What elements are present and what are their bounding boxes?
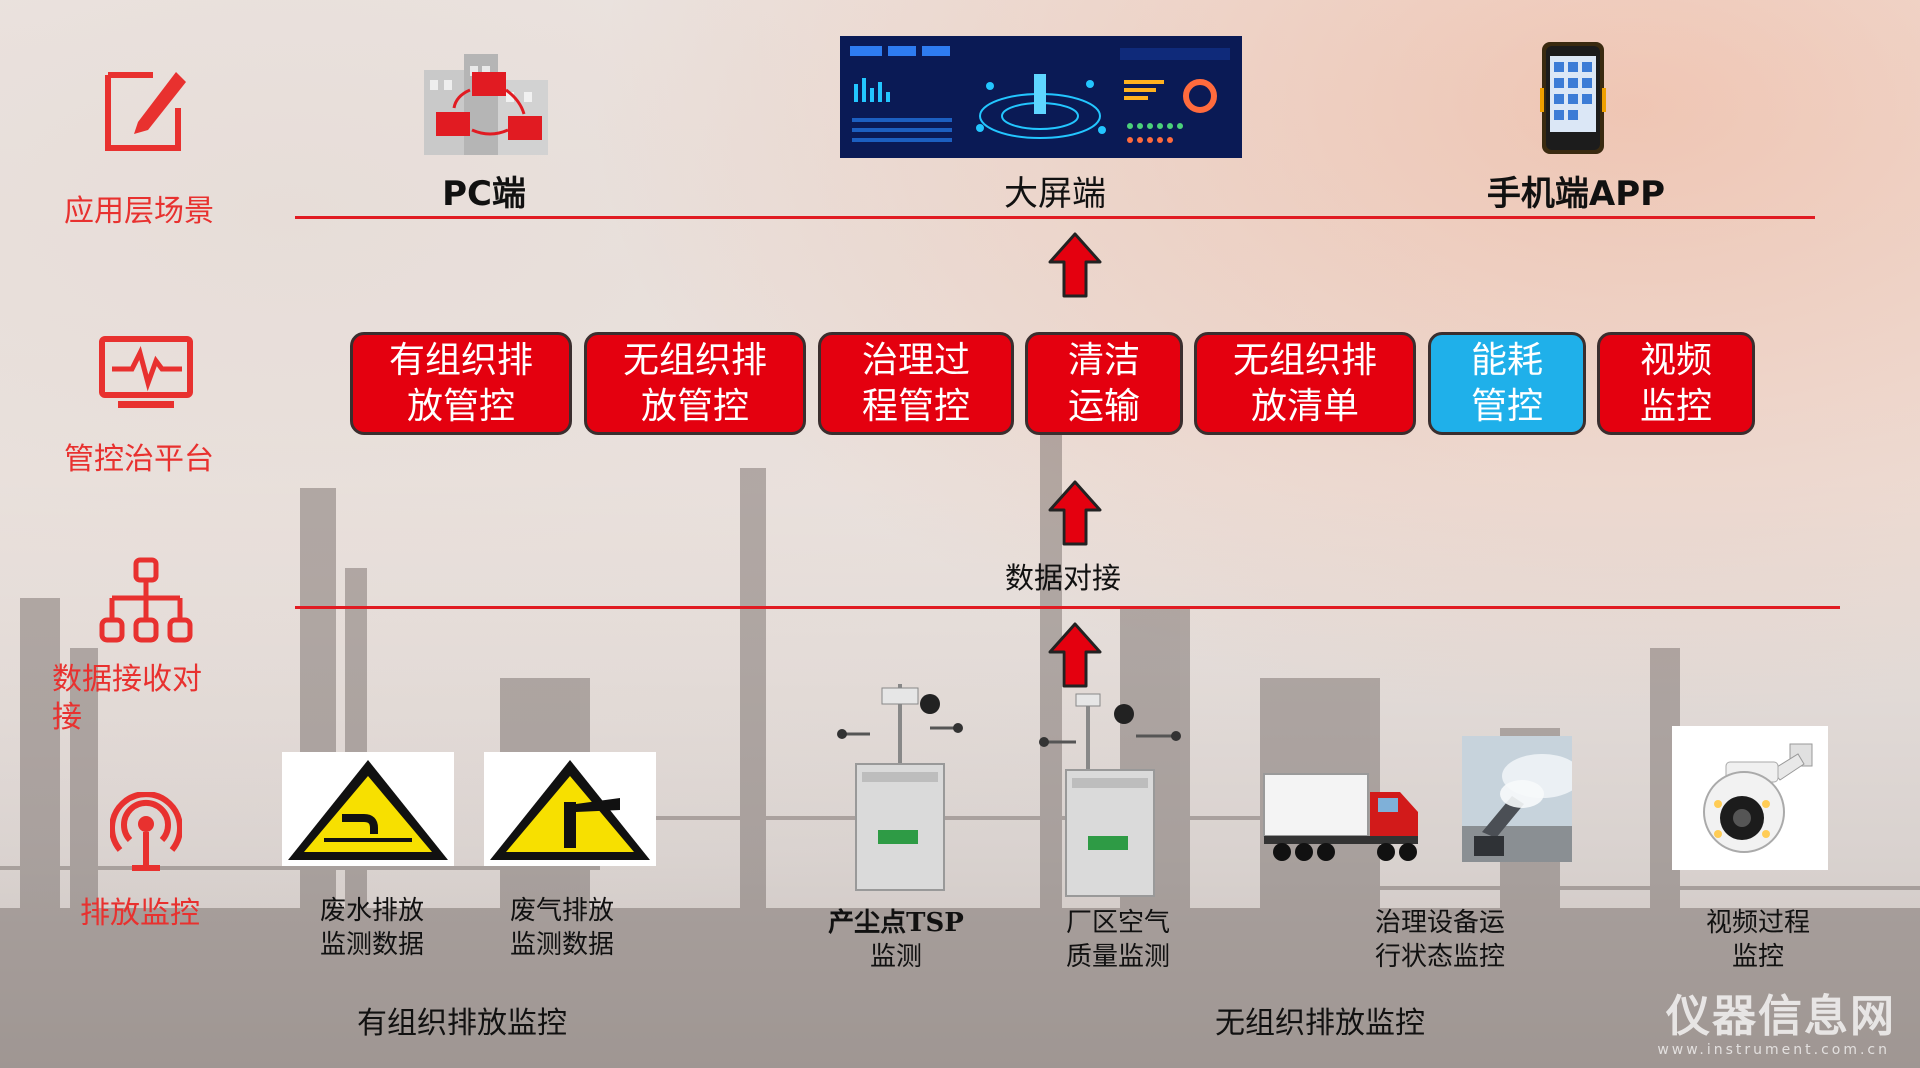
monitor-air-quality-label: 厂区空气 质量监测 [1066, 906, 1170, 974]
separator-top [295, 216, 1815, 219]
fog-cannon-equipment-image [1462, 736, 1572, 862]
caption-line: 治理设备运 [1374, 908, 1506, 938]
module-text: 能耗 [1470, 339, 1543, 381]
wastewater-warning-sign-icon [282, 752, 454, 866]
up-arrow-icon [1048, 232, 1102, 298]
group-organized-label: 有组织排放监控 [357, 1006, 567, 1041]
module-text: 程管控 [861, 385, 970, 427]
group-unorganized-label: 无组织排放监控 [1215, 1006, 1425, 1041]
terminal-big-screen-label: 大屏端 [1004, 174, 1106, 214]
caption-line: 监测数据 [319, 930, 425, 960]
layer-label-platform: 管控治平台 [64, 442, 214, 477]
module-text: 无组织排 [1232, 339, 1377, 381]
transport-truck-image [1263, 773, 1418, 861]
layer-label-emission: 排放监控 [80, 896, 200, 931]
caption-line: 视频过程 [1705, 908, 1811, 938]
monitor-pulse-icon [99, 336, 193, 408]
caption-line: 监控 [1731, 942, 1785, 972]
network-hierarchy-icon [99, 557, 193, 643]
monitor-tsp-label: 产尘点TSP 监测 [828, 906, 964, 974]
edit-icon [105, 72, 186, 151]
waste-gas-warning-sign-icon [484, 752, 656, 866]
module-energy[interactable]: 能耗管控 [1428, 332, 1586, 435]
module-treatment-process[interactable]: 治理过程管控 [818, 332, 1014, 435]
module-clean-transport[interactable]: 清洁运输 [1025, 332, 1183, 435]
up-arrow-icon [1048, 622, 1102, 688]
rugged-phone-image [1540, 42, 1606, 154]
caption-line: 废水排放 [319, 896, 425, 926]
air-quality-monitor-cabinet-image [1039, 693, 1181, 897]
caption-line: 监测 [869, 942, 922, 972]
module-text: 放管控 [640, 385, 749, 427]
layer-label-data-receive: 数据接收对 [52, 662, 202, 697]
module-text: 管控 [1470, 385, 1543, 427]
big-screen-dashboard-image [840, 36, 1242, 158]
data-link-label: 数据对接 [1004, 561, 1122, 595]
monitor-video-label: 视频过程 监控 [1706, 906, 1810, 974]
terminal-pc-label: PC端 [442, 174, 526, 214]
module-text: 运输 [1067, 385, 1140, 427]
monitor-waste-gas-label: 废气排放 监测数据 [510, 894, 614, 962]
caption-line: 废气排放 [509, 896, 615, 926]
up-arrow-icon [1048, 480, 1102, 546]
module-text: 有组织排 [388, 339, 533, 381]
module-text: 清洁 [1067, 339, 1140, 381]
module-text: 放管控 [406, 385, 515, 427]
module-text: 放清单 [1250, 385, 1359, 427]
module-text: 监控 [1639, 385, 1712, 427]
separator-bottom [295, 606, 1840, 609]
module-unorganized-inventory[interactable]: 无组织排放清单 [1194, 332, 1416, 435]
watermark-logo: 仪器信息网 [1666, 991, 1896, 1042]
caption-line: 行状态监控 [1374, 942, 1506, 972]
ptz-camera-image [1672, 726, 1828, 870]
caption-line: 监测数据 [509, 930, 615, 960]
watermark-url: www.instrument.com.cn [1657, 1042, 1890, 1058]
terminal-mobile-label: 手机端APP [1486, 174, 1666, 214]
caption-line: 产尘点TSP [828, 908, 964, 938]
signal-antenna-icon [110, 792, 182, 871]
pc-building-icon [424, 54, 548, 155]
module-text: 治理过 [861, 339, 970, 381]
module-text: 无组织排 [622, 339, 767, 381]
module-text: 视频 [1639, 339, 1712, 381]
monitor-equipment-label: 治理设备运 行状态监控 [1375, 906, 1505, 974]
layer-label-data-receive-cont: 接 [52, 700, 82, 735]
caption-line: 厂区空气 [1065, 908, 1171, 938]
layer-label-application: 应用层场景 [64, 194, 214, 229]
module-organized-emission[interactable]: 有组织排放管控 [350, 332, 572, 435]
module-unorganized-emission[interactable]: 无组织排放管控 [584, 332, 806, 435]
module-video[interactable]: 视频监控 [1597, 332, 1755, 435]
caption-line: 质量监测 [1065, 942, 1171, 972]
tsp-monitor-cabinet-image [837, 684, 963, 891]
monitor-wastewater-label: 废水排放 监测数据 [320, 894, 424, 962]
